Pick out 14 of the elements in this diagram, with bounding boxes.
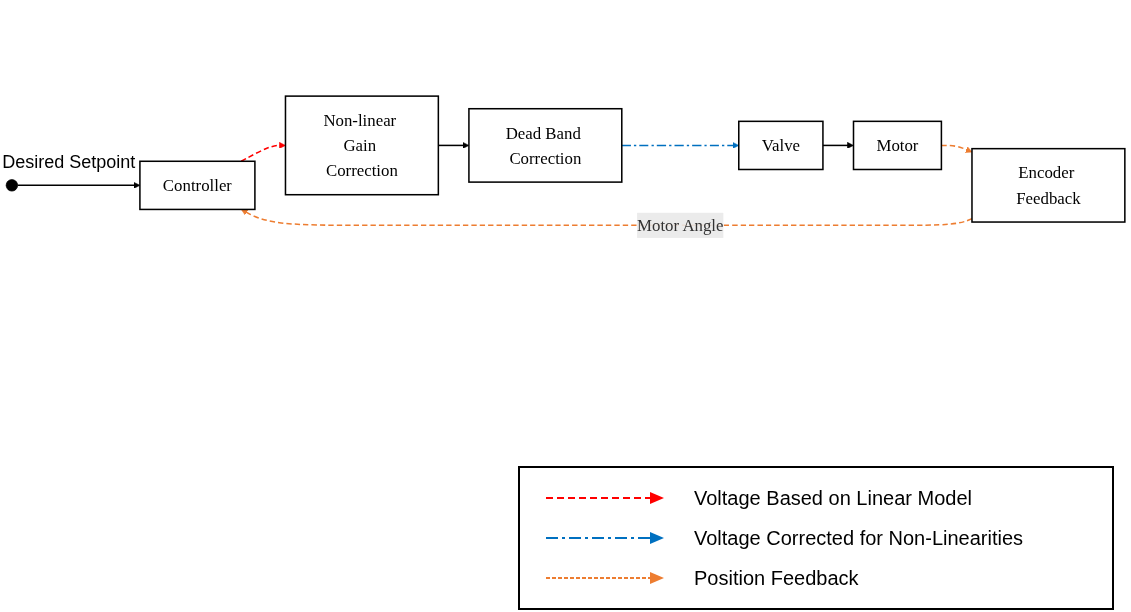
node-box: Dead Band Correction <box>468 107 623 183</box>
node-circle <box>5 179 18 192</box>
arrow <box>240 142 286 163</box>
legend-text: Voltage Based on Linear Model <box>694 486 972 510</box>
node-box: Motor <box>852 120 943 171</box>
node-box: Controller <box>139 160 256 211</box>
node-box: Valve <box>738 120 824 171</box>
legend-text: Position Feedback <box>694 566 859 590</box>
arrow <box>822 142 854 149</box>
setpoint-label: Desired Setpoint <box>2 151 136 172</box>
node-box: Non-linear Gain Correction <box>284 95 440 196</box>
edge-label: Motor Angle <box>637 215 724 235</box>
node-box: Encoder Feedback <box>971 147 1126 223</box>
legend-text: Voltage Corrected for Non-Linearities <box>694 526 1024 550</box>
